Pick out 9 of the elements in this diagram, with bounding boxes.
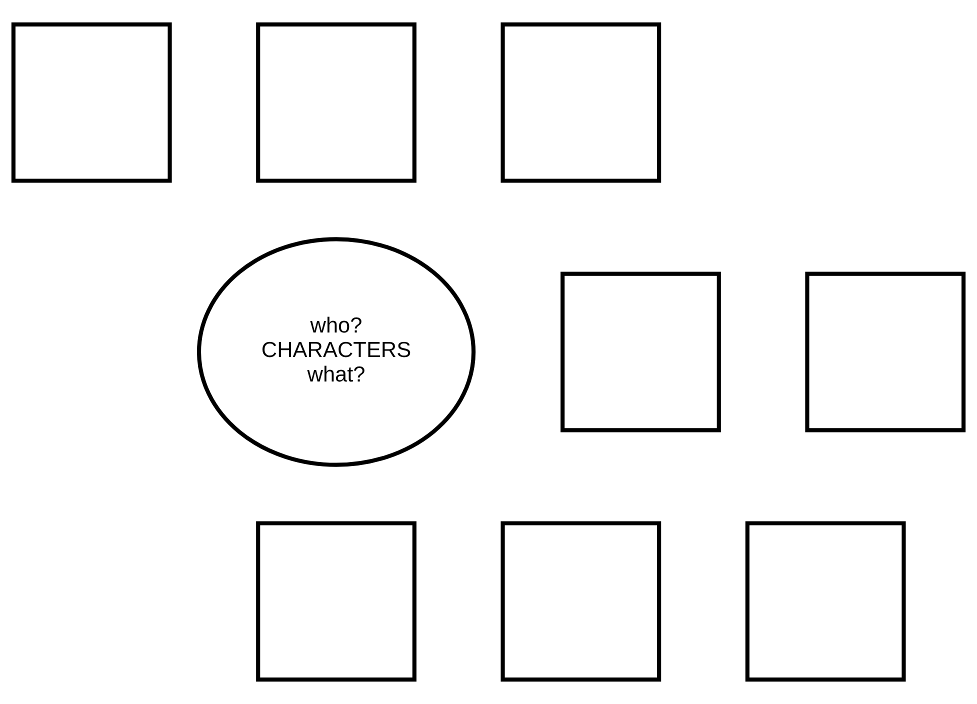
node-box — [805, 272, 966, 432]
node-box — [11, 22, 172, 183]
node-box — [745, 521, 906, 682]
node-box — [500, 22, 662, 183]
node-ellipse: who? CHARACTERS what? — [196, 237, 476, 467]
node-box — [500, 521, 662, 682]
node-box — [256, 521, 416, 682]
node-box — [560, 272, 721, 432]
node-box — [256, 22, 416, 183]
